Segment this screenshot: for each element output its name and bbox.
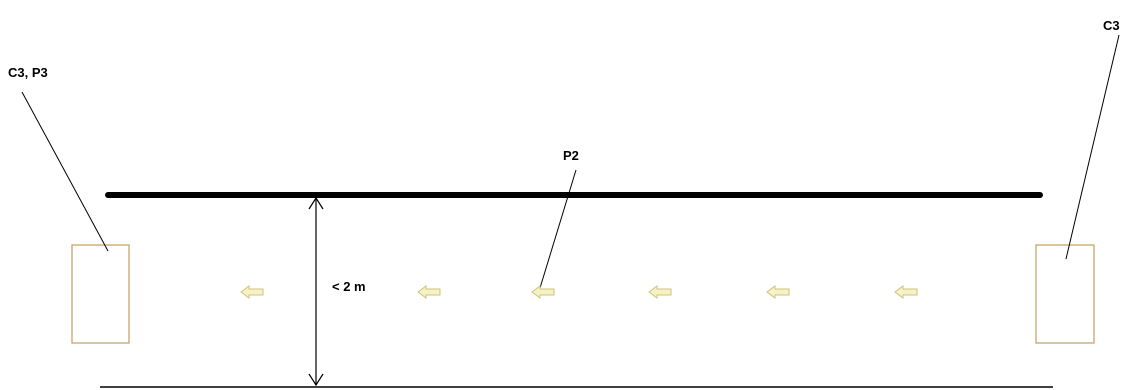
left-cabinet — [71, 244, 130, 344]
arrows-label: P2 — [563, 148, 579, 163]
flow-arrow-icon — [894, 285, 918, 299]
flow-arrow-icon — [417, 285, 441, 299]
flow-arrow-icon — [766, 285, 790, 299]
arrows-leader — [539, 169, 577, 289]
flow-arrow-icon — [648, 285, 672, 299]
flow-arrow-icon — [531, 285, 555, 299]
flow-arrow-icon — [240, 285, 264, 299]
clearance-dimension — [308, 196, 324, 387]
left-cabinet-leader — [21, 91, 109, 252]
right-cabinet — [1035, 244, 1095, 344]
clearance-label: < 2 m — [332, 279, 366, 294]
left-cabinet-label: C3, P3 — [8, 65, 48, 80]
right-cabinet-leader — [1065, 34, 1120, 260]
flow-arrows — [240, 285, 918, 299]
right-cabinet-label: C3 — [1103, 18, 1120, 33]
